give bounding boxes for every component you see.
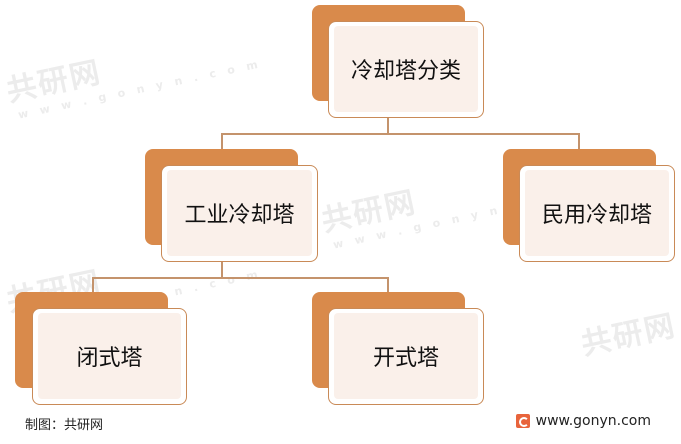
watermark: 共研网 bbox=[576, 301, 679, 364]
node-civil-label: 民用冷却塔 bbox=[541, 203, 652, 228]
connector-industrial-down bbox=[221, 262, 223, 278]
connector-level2-horizontal bbox=[92, 277, 387, 279]
connector-closed-up bbox=[92, 277, 94, 292]
watermark-url: w w w . g o n y n . c o m bbox=[16, 57, 263, 122]
footer-site-url: www.gonyn.com bbox=[535, 413, 651, 429]
connector-civil-up bbox=[578, 133, 580, 149]
watermark-brand: 共研网 bbox=[578, 308, 680, 363]
node-civil-inner: 民用冷却塔 bbox=[525, 170, 669, 256]
node-industrial-inner: 工业冷却塔 bbox=[167, 170, 312, 256]
node-closed-inner: 闭式塔 bbox=[38, 313, 181, 399]
connector-root-down bbox=[387, 118, 389, 134]
watermark-brand: 共研网 bbox=[3, 54, 105, 110]
brand-logo-icon bbox=[515, 414, 530, 428]
watermark: 共研网 w w w . g o n y n . c o m bbox=[2, 14, 263, 123]
footer-site: www.gonyn.com bbox=[515, 413, 651, 429]
node-open-label: 开式塔 bbox=[372, 346, 439, 371]
node-industrial-label: 工业冷却塔 bbox=[184, 203, 295, 228]
node-closed-label: 闭式塔 bbox=[76, 346, 143, 371]
connector-open-up bbox=[387, 277, 389, 292]
node-root-label: 冷却塔分类 bbox=[350, 59, 461, 84]
connector-level1-horizontal bbox=[221, 133, 579, 135]
connector-industrial-up bbox=[221, 133, 223, 149]
node-root-inner: 冷却塔分类 bbox=[334, 26, 478, 112]
node-open-inner: 开式塔 bbox=[334, 313, 478, 399]
footer-credit: 制图：共研网 bbox=[25, 418, 104, 433]
